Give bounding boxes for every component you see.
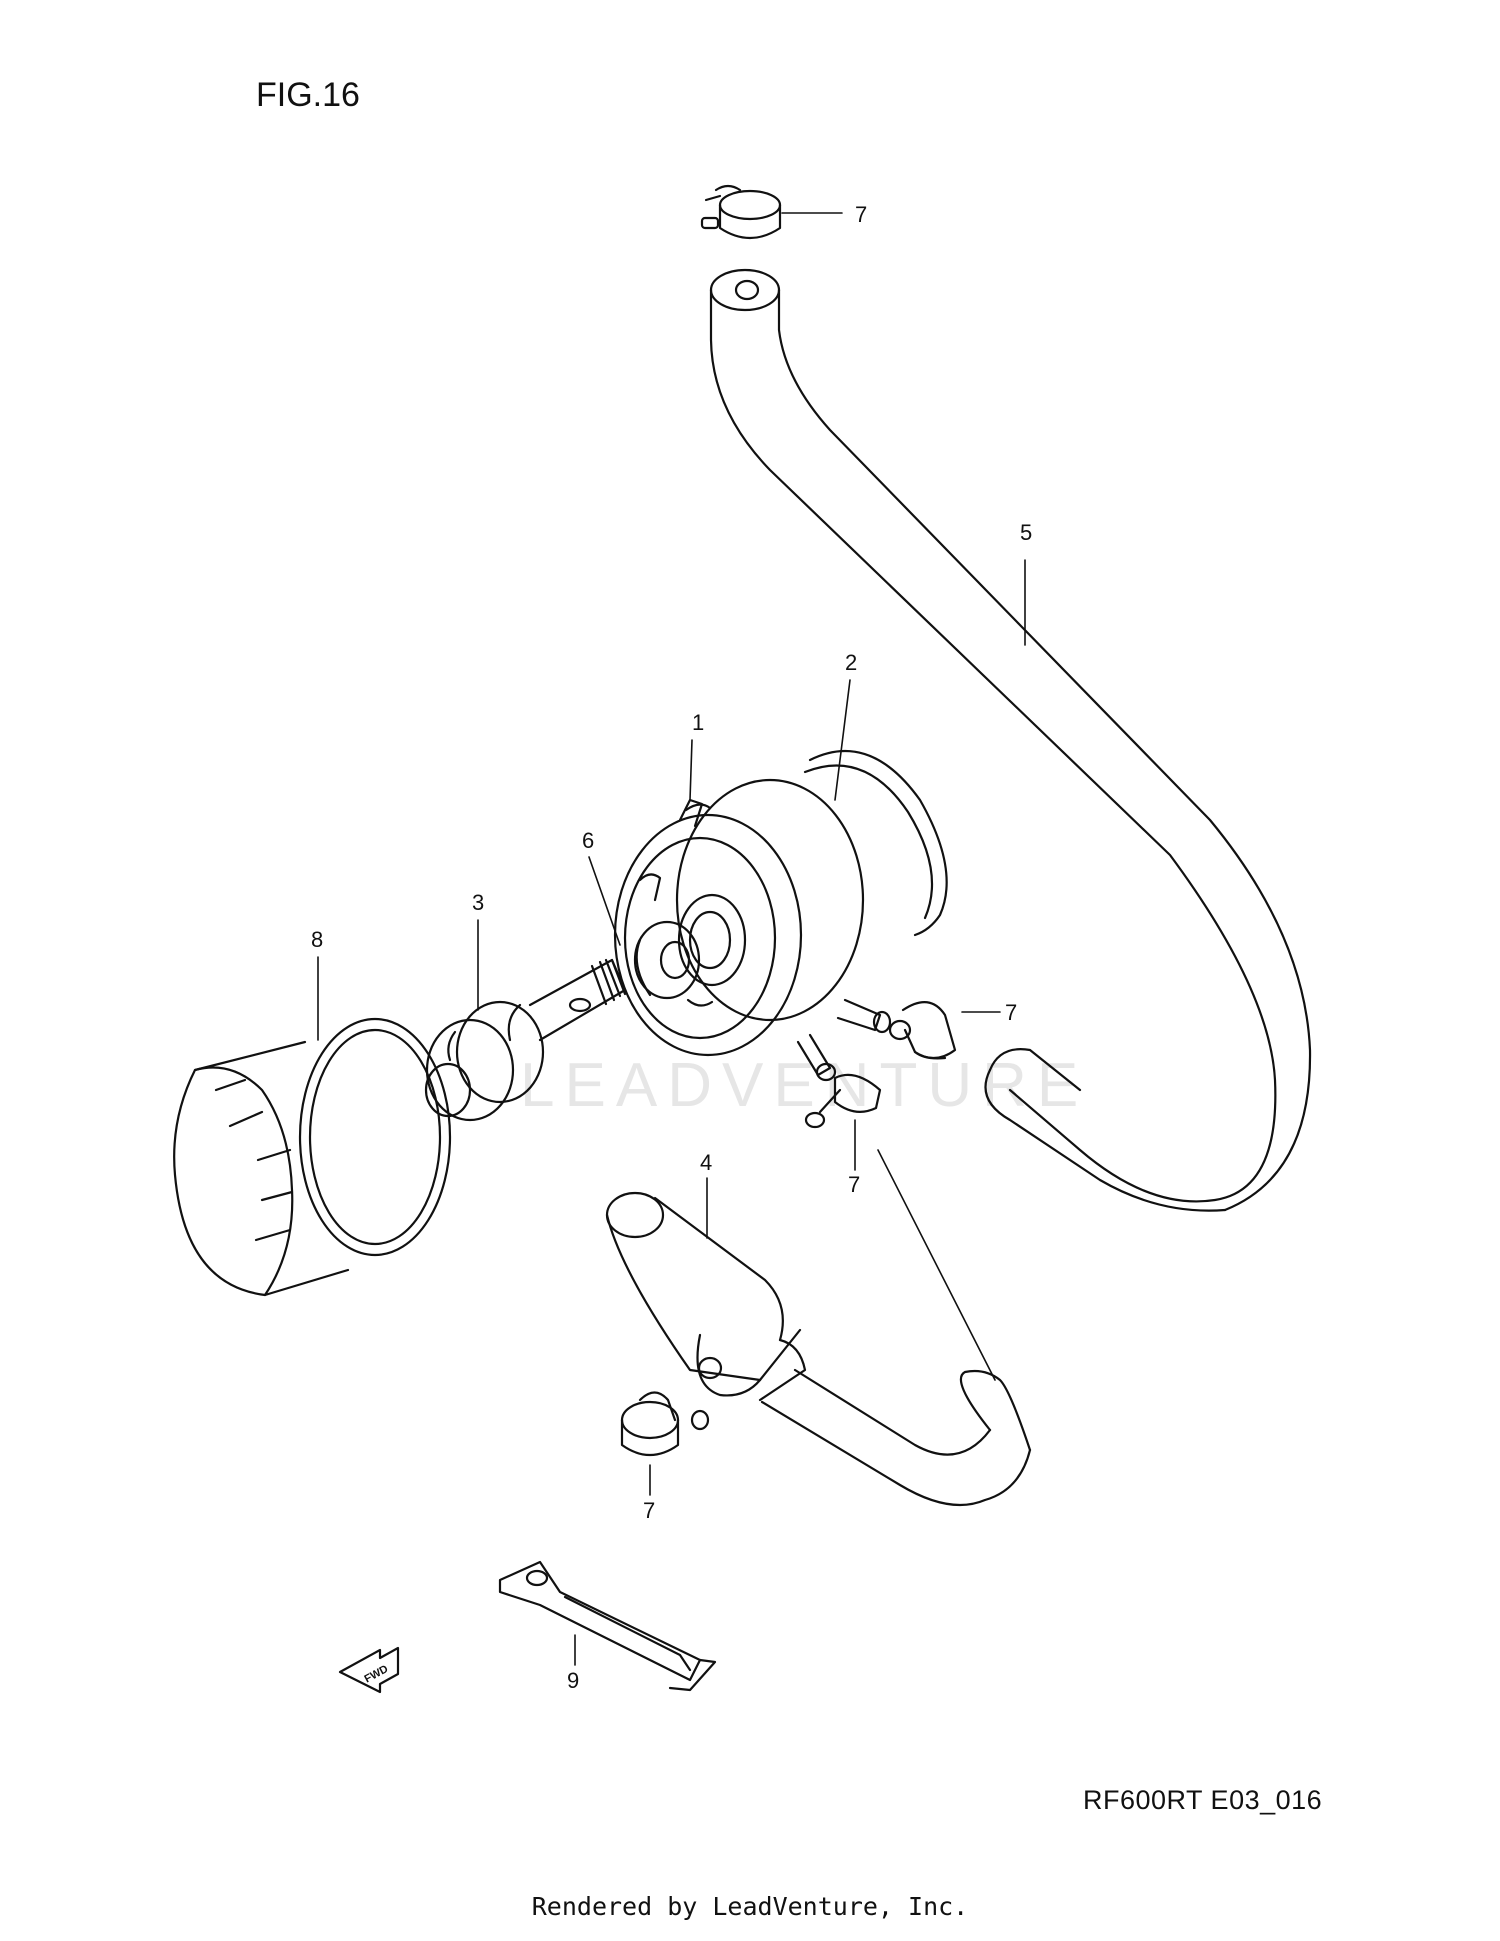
washer — [633, 920, 701, 1000]
callout-8: 8 — [311, 927, 323, 952]
callout-5: 5 — [1020, 520, 1032, 545]
callout-1: 1 — [692, 710, 704, 735]
callout-labels: 7 5 2 1 6 3 8 7 7 4 7 9 FWD — [311, 202, 1032, 1693]
o-ring — [803, 750, 948, 937]
callout-2: 2 — [845, 650, 857, 675]
oil-filter — [173, 1017, 452, 1297]
leader-lines — [317, 212, 1026, 1666]
hose-clamp-middle — [804, 1073, 882, 1129]
callout-6: 6 — [582, 828, 594, 853]
fwd-arrow-icon — [338, 1646, 400, 1694]
callout-7-right: 7 — [1005, 1000, 1017, 1025]
callout-7-top: 7 — [855, 202, 867, 227]
callout-9: 9 — [567, 1668, 579, 1693]
callout-3: 3 — [472, 890, 484, 915]
oil-hose-long — [709, 268, 1312, 1212]
callout-7-lower: 7 — [643, 1498, 655, 1523]
oil-cooler-body — [613, 778, 892, 1082]
callout-4: 4 — [700, 1150, 712, 1175]
hose-clamp-right — [888, 1001, 957, 1060]
hose-clamp-lower — [620, 1391, 710, 1456]
bracket — [498, 1560, 717, 1692]
callout-7-middle: 7 — [848, 1172, 860, 1197]
diagram-code: RF600RT E03_016 — [1083, 1785, 1323, 1815]
union-bolt — [424, 958, 627, 1122]
oil-hose-short — [605, 1191, 1032, 1507]
footer-credit: Rendered by LeadVenture, Inc. — [531, 1892, 969, 1921]
hose-clamp-top — [700, 184, 782, 239]
figure-title: FIG.16 — [256, 76, 360, 114]
